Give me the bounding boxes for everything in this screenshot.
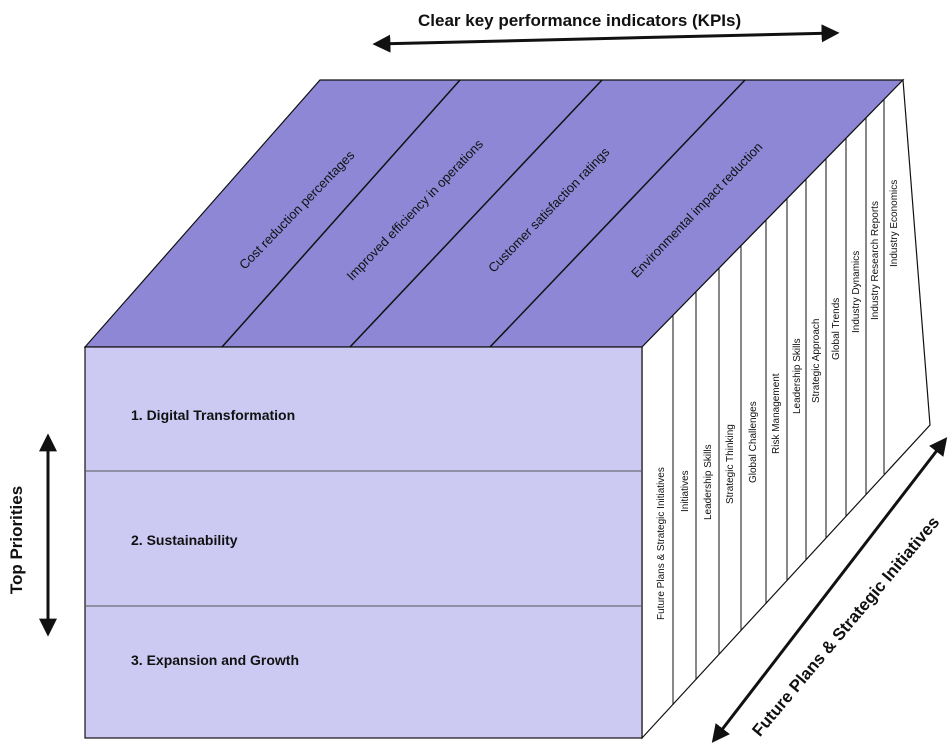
side-label-6: Risk Management: [771, 373, 782, 454]
side-label-10: Industry Dynamics: [851, 251, 862, 333]
priority-labels: 1. Digital Transformation 2. Sustainabil…: [131, 407, 299, 668]
side-label-5: Global Challenges: [748, 401, 759, 483]
kpi-divider: [489, 79, 746, 348]
side-label-7: Leadership Skills: [792, 338, 803, 414]
kpi-divider: [349, 79, 603, 348]
kpi-divider: [221, 79, 461, 348]
cube-front-face: [84, 346, 643, 739]
side-label-11: Industry Research Reports: [870, 201, 881, 320]
kpi-arrow: [372, 24, 840, 53]
kpi-dividers: [221, 79, 746, 348]
side-label-8: Strategic Approach: [811, 319, 822, 404]
priority-label-2: 2. Sustainability: [131, 532, 238, 548]
kpi-arrow-label: Clear key performance indicators (KPIs): [418, 11, 741, 30]
priority-label-3: 3. Expansion and Growth: [131, 652, 299, 668]
priority-label-1: 1. Digital Transformation: [131, 407, 295, 423]
side-label-2: Initiatives: [680, 470, 691, 512]
side-label-4: Strategic Thinking: [725, 424, 736, 504]
priorities-arrow-label: Top Priorities: [7, 486, 26, 594]
side-label-1: Future Plans & Strategic Initiatives: [656, 467, 667, 620]
priority-dividers: [85, 470, 642, 607]
side-label-12: Industry Economics: [889, 180, 900, 267]
side-label-3: Leadership Skills: [703, 444, 714, 520]
side-label-9: Global Trends: [831, 298, 842, 360]
initiatives-arrow: [711, 437, 948, 743]
